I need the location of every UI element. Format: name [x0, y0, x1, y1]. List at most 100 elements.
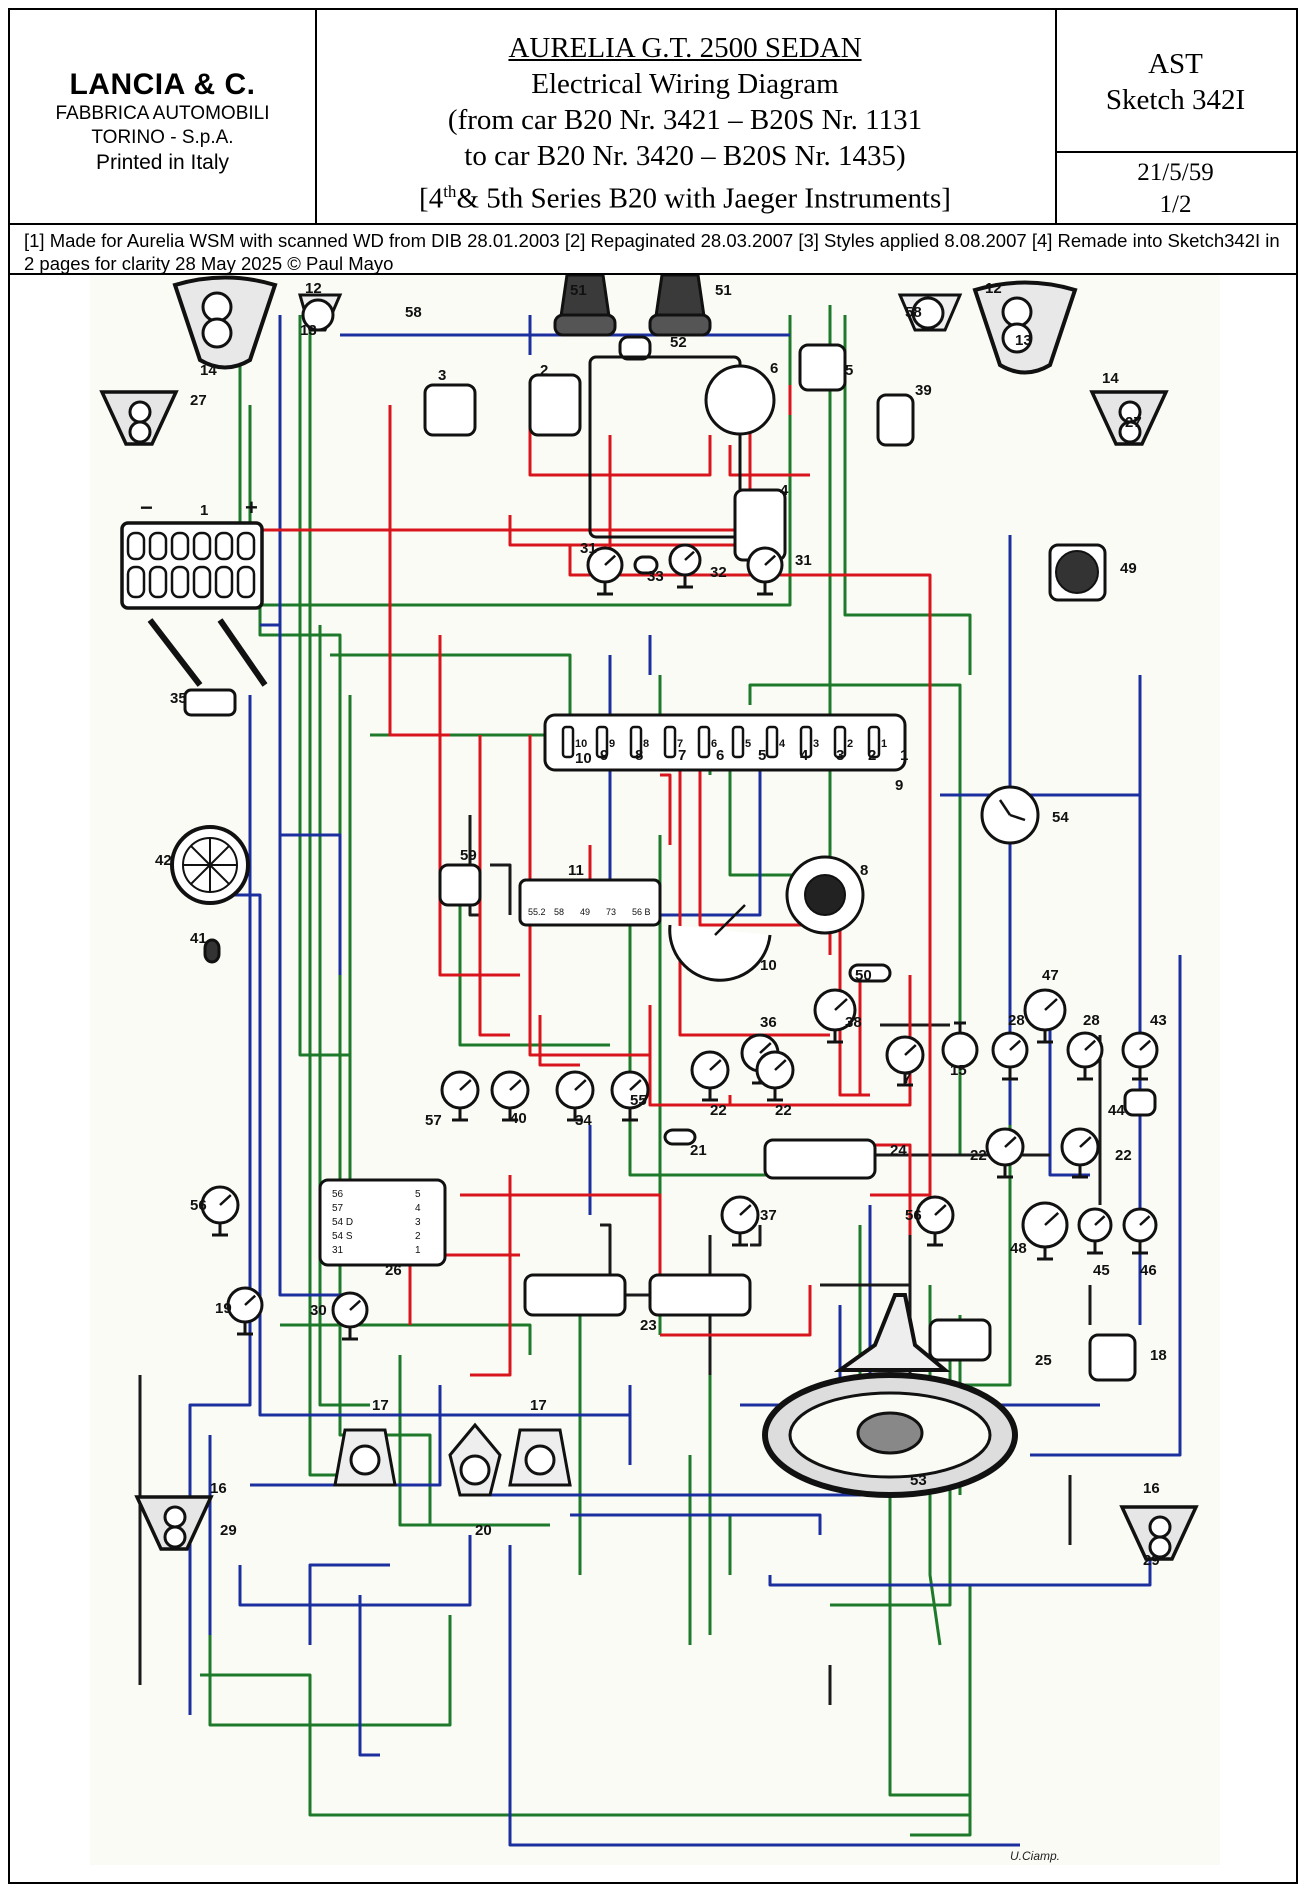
- terminal-26-label: 5: [415, 1189, 421, 1200]
- component-label: 46: [1140, 1262, 1157, 1279]
- headlamp-left-bulb-b: [201, 317, 233, 349]
- component-label: 3: [438, 367, 446, 384]
- component-label: 21: [690, 1142, 707, 1159]
- fuse-number: 4: [779, 738, 786, 750]
- red-wire: [648, 1005, 710, 1107]
- component-label: 10: [575, 750, 592, 767]
- terminal-26-label: 57: [332, 1203, 344, 1214]
- diagram-paper: [90, 275, 1220, 1865]
- terminal-26-label: 56: [332, 1189, 344, 1200]
- fuse-element: [765, 725, 779, 759]
- blue-wire: [250, 1385, 442, 1487]
- blue-wire: [260, 623, 350, 1297]
- component-label: 26: [385, 1262, 402, 1279]
- lamp-28-a: [991, 1031, 1029, 1081]
- company-block: LANCIA & C. FABBRICA AUTOMOBILI TORINO -…: [10, 10, 317, 223]
- relay-59-box: [438, 863, 482, 907]
- battery-cell-top: [126, 531, 146, 561]
- component-label: 4: [800, 747, 809, 764]
- lamp-22-a: [690, 1050, 730, 1102]
- junction-23-left: [523, 1273, 627, 1317]
- title-block: LANCIA & C. FABBRICA AUTOMOBILI TORINO -…: [10, 10, 1296, 225]
- red-wires: [220, 385, 932, 1377]
- horn-left: [553, 273, 617, 337]
- sidelamp-left-58: [298, 293, 343, 332]
- rear-lamp-56-left-needle: [219, 1194, 232, 1206]
- component-label: 44: [1108, 1102, 1125, 1119]
- terminal-block-26-frame: [318, 1178, 447, 1267]
- green-wire: [208, 1615, 452, 1727]
- component-label: 5: [758, 747, 766, 764]
- battery-cell-bottom: [214, 565, 234, 599]
- speedo-needle: [714, 904, 746, 936]
- plate-lamp-17-left-bulb: [349, 1444, 381, 1476]
- printed-in: Printed in Italy: [95, 151, 230, 174]
- switch-45-needle: [1094, 1215, 1106, 1226]
- terminal-26-label: 4: [415, 1203, 421, 1214]
- wiper-motor-box: [183, 688, 237, 717]
- fan-blade: [190, 845, 211, 866]
- green-wire: [318, 625, 370, 1407]
- reference-page: 1/2: [1159, 191, 1192, 218]
- terminal-26-label: 54 S: [332, 1231, 353, 1242]
- battery-cell-bottom: [126, 565, 146, 599]
- regulator-2: [528, 373, 582, 437]
- battery-cell-bottom: [236, 565, 256, 599]
- junction-23-right-box: [648, 1273, 752, 1317]
- diagram-range-from: (from car B20 Nr. 3421 – B20S Nr. 1131: [447, 104, 923, 136]
- component-label: 56: [190, 1197, 207, 1214]
- lamp-22-c-needle: [1004, 1136, 1017, 1148]
- switch-46: [1122, 1207, 1158, 1255]
- component-label: 22: [710, 1102, 727, 1119]
- component-label: 8: [635, 747, 643, 764]
- switch-30: [331, 1291, 369, 1341]
- component-label: 17: [530, 1397, 547, 1414]
- fuse-box-9: [543, 713, 907, 772]
- horn-right-base: [648, 313, 712, 337]
- component-label: 29: [220, 1522, 237, 1539]
- component-label: 9: [895, 777, 903, 794]
- component-label: 19: [215, 1300, 232, 1317]
- oil-gauge-38: [813, 988, 857, 1044]
- component-label: 35: [170, 690, 187, 707]
- component-label: 31: [795, 552, 812, 569]
- blue-wire: [308, 1563, 390, 1645]
- component-label: 41: [190, 930, 207, 947]
- front-indicator-right-bulb-b: [1118, 420, 1142, 444]
- fuse-number: 5: [745, 738, 751, 750]
- component-label: 57: [425, 1112, 442, 1129]
- fuse-number: 1: [881, 738, 887, 750]
- front-indicator-left: [99, 390, 179, 446]
- component-label: 20: [475, 1522, 492, 1539]
- blue-wire: [188, 695, 252, 1465]
- company-line-1: FABBRICA AUTOMOBILI: [55, 103, 270, 124]
- battery-minus-label: −: [140, 495, 153, 520]
- blue-wire: [210, 893, 632, 1465]
- switch-34: [555, 1070, 595, 1122]
- terminal-26-label: 3: [415, 1217, 421, 1228]
- component-label: 3: [836, 747, 844, 764]
- headlamp-left-bulb-a: [201, 291, 233, 323]
- generator-terminal-3-box: [423, 383, 477, 437]
- battery-cell-bottom: [148, 565, 168, 599]
- green-wire: [748, 683, 962, 1155]
- rear-lamp-56-right-needle: [934, 1204, 947, 1216]
- speedometer-10: [668, 904, 772, 982]
- front-indicator-right: [1089, 390, 1169, 446]
- fuel-pump-39: [876, 393, 915, 447]
- red-wire: [528, 735, 650, 1057]
- terminal-11-label: 58: [554, 907, 564, 917]
- horn-left-base: [553, 313, 617, 337]
- switch-36-needle: [759, 1042, 772, 1054]
- battery-1: [120, 521, 264, 610]
- fuel-gauge-47-needle: [1044, 998, 1058, 1011]
- battery-cell-top: [236, 531, 256, 561]
- rear-lamp-56-right: [915, 1195, 955, 1247]
- fuse-element: [799, 725, 813, 759]
- fuse-number: 10: [575, 738, 587, 750]
- component-label: 49: [1120, 560, 1137, 577]
- switch-43: [1121, 1031, 1159, 1081]
- blue-wire: [608, 655, 762, 917]
